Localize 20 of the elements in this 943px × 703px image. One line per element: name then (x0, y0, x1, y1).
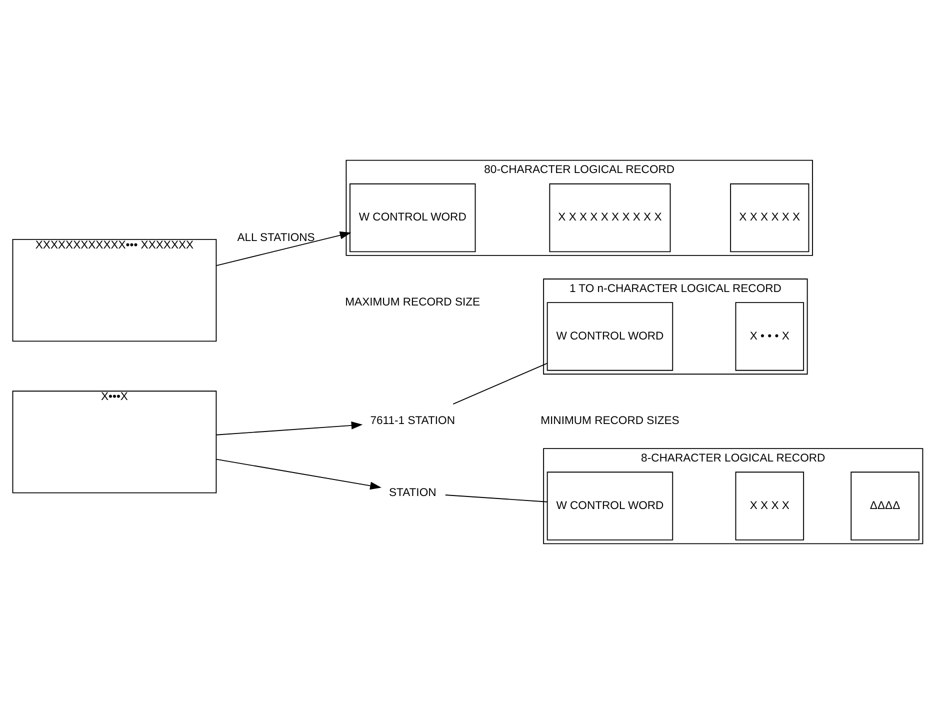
node-box: W CONTROL WORD (546, 471, 674, 540)
node-box: W CONTROL WORD (350, 182, 476, 252)
node-box: ΔΔΔΔ (850, 471, 920, 540)
arrow (216, 230, 352, 266)
edge-label: ALL STATIONS (237, 231, 315, 244)
label: MAXIMUM RECORD SIZE (345, 296, 480, 308)
arrow (216, 421, 363, 435)
label: MINIMUM RECORD SIZES (540, 414, 680, 427)
node-box: X X X X (735, 471, 804, 540)
node-box: X X X X X X X X X X (549, 182, 671, 252)
connector (444, 494, 548, 502)
node-text: 7611-1 STATION (370, 414, 456, 427)
arrow (216, 458, 382, 490)
node-box: W CONTROL WORD (546, 302, 674, 370)
node-box: XXXXXXXXXXXX••• XXXXXXX (12, 238, 217, 342)
node-box: X X X X X X (730, 182, 810, 252)
node-box: X • • • X (735, 302, 804, 370)
connector (452, 362, 548, 404)
node-box: X•••X (12, 390, 217, 493)
node-text: STATION (388, 486, 436, 498)
